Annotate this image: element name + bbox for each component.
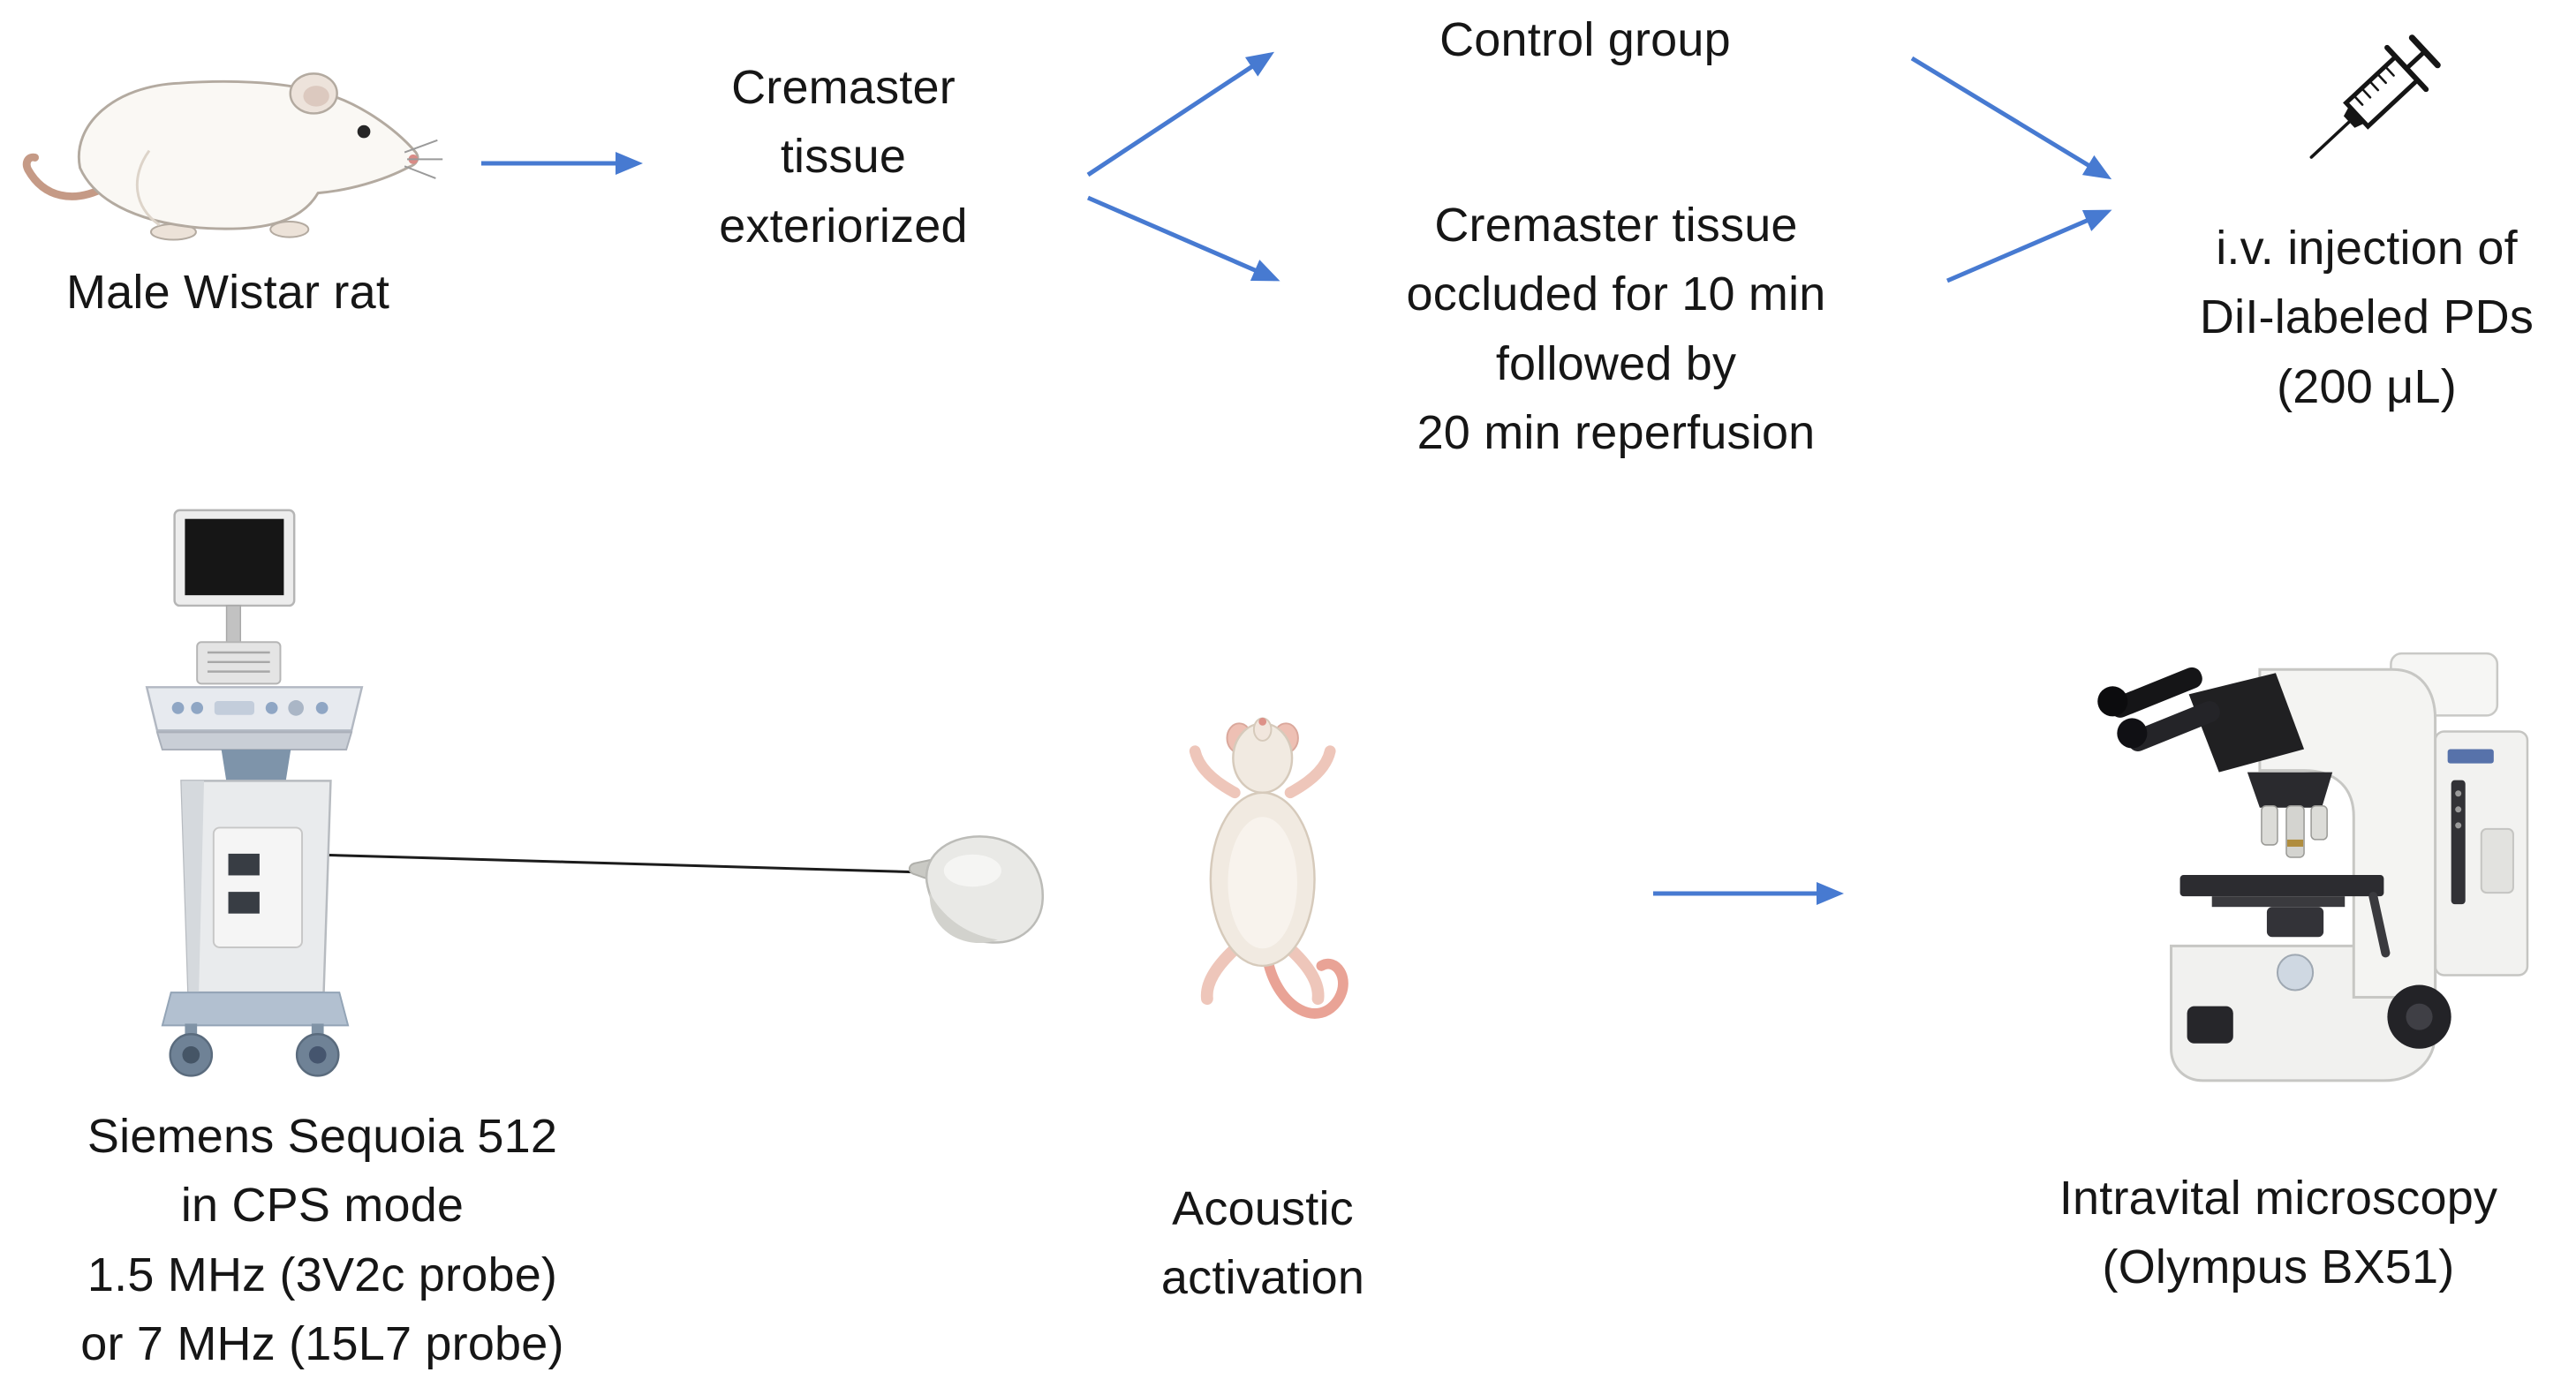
syringe-thumb-rest (2408, 34, 2441, 69)
supine-rat-nose (1258, 717, 1267, 726)
syringe-gradations (2353, 64, 2395, 106)
rat-whiskers (404, 139, 443, 179)
rat-haunch-line (135, 149, 161, 227)
probe-highlight (943, 854, 1001, 887)
microscope-eyepiece-tube-1 (2110, 667, 2202, 718)
activation-label: Acoustic activation (1160, 1182, 1365, 1305)
supine-rat-hindleg-right (1280, 939, 1325, 1006)
syringe-plunger (2404, 49, 2428, 72)
microscope-head (2188, 673, 2305, 773)
injection-label: i.v. injection of DiI-labeled PDs (200 μ… (2199, 222, 2534, 413)
occlusion-label: Cremaster tissue occluded for 10 min fol… (1406, 199, 1826, 459)
scanner-knob-2 (191, 701, 204, 714)
arrow-occlusion-to-injection (1946, 209, 2112, 283)
microscope-nosepiece (2247, 772, 2333, 808)
scanner-base (161, 992, 350, 1027)
supine-rat-foreleg-left (1189, 745, 1241, 799)
microscope-button-2 (2455, 806, 2462, 813)
microscope-front-knob (2187, 1006, 2233, 1044)
microscope-substage (2211, 896, 2346, 908)
microscope-brand-label (2447, 749, 2494, 764)
syringe-icon (2309, 34, 2441, 159)
microscope-ocular-1 (2097, 686, 2128, 717)
scanner-vents (207, 651, 270, 673)
scanner-keypad (214, 701, 254, 715)
microscope-eyepiece-tube-2 (2127, 700, 2220, 751)
microscope-illustration (2038, 616, 2534, 1104)
scanner-trackball (288, 700, 304, 716)
syringe-illustration (2278, 7, 2466, 194)
male-wistar-rat-illustration (19, 19, 452, 247)
scanner-wheel-left-hub (182, 1045, 200, 1064)
scanner-knob-4 (315, 701, 329, 714)
scanner-body-shade (181, 780, 205, 993)
microscope-icon (2097, 652, 2529, 1082)
arrow-branch-to-control (1086, 51, 1275, 177)
rat-inner-ear (303, 86, 329, 107)
control-group-label: Control group (1439, 13, 1731, 66)
scanner-knob-1 (171, 701, 185, 714)
microscope-stage (2179, 875, 2384, 897)
supine-rat-hindleg-left (1200, 939, 1245, 1006)
scanner-knob-3 (265, 701, 278, 714)
scanner-monitor-neck (225, 605, 242, 645)
scanner-wheel-right-hub (308, 1045, 327, 1064)
scanner-port-2 (228, 892, 260, 914)
scanner-screen (185, 518, 284, 596)
supine-rat-icon (1189, 717, 1348, 1019)
syringe-needle (2309, 118, 2353, 159)
microscope-objective-3 (2310, 805, 2328, 841)
scanner-handle (155, 731, 353, 751)
microscope-objective-2 (2285, 805, 2305, 858)
probe-face-shade (929, 892, 998, 944)
ultrasound-scanner-icon (145, 509, 364, 1077)
microscope-ocular-2 (2117, 718, 2148, 749)
ultrasound-probe-icon (908, 835, 1044, 944)
rat-tail (22, 153, 110, 200)
rat-side-icon (22, 72, 443, 241)
rat-eye (357, 124, 371, 139)
supine-rat-illustration (1159, 687, 1384, 1058)
scanner-front-panel (212, 826, 304, 948)
microscope-objective-band (2287, 839, 2304, 847)
exteriorized-label: Cremaster tissue exteriorized (719, 61, 968, 253)
rat-front-paw (269, 220, 310, 238)
supine-rat-tail (1262, 955, 1348, 1019)
ultrasound-probe-illustration (903, 824, 1060, 968)
supine-rat-belly (1228, 817, 1297, 949)
supine-rat-foreleg-right (1284, 745, 1336, 799)
scanner-port-1 (228, 853, 260, 876)
rat-label: Male Wistar rat (65, 266, 390, 319)
microscope-condenser (2266, 907, 2324, 938)
microscope-button-1 (2455, 790, 2462, 797)
arrow-branch-to-occlusion (1087, 195, 1280, 282)
microscope-objective-1 (2261, 805, 2278, 846)
microscope-stage-rod (2368, 892, 2391, 958)
scanner-neck (221, 750, 291, 783)
ultrasound-label: Siemens Sequoia 512 in CPS mode 1.5 MHz … (80, 1110, 564, 1370)
microscope-side-column (2480, 827, 2514, 894)
microscopy-label: Intravital microscopy (Olympus BX51) (2059, 1172, 2498, 1294)
syringe-group (2309, 34, 2441, 159)
syringe-hub (2343, 106, 2365, 128)
arrow-control-to-injection (1910, 56, 2112, 180)
microscope-focus-knob-inner (2406, 1003, 2433, 1030)
microscope-control-strip (2451, 780, 2466, 905)
ultrasound-scanner-illustration (124, 505, 385, 1095)
microscope-button-3 (2455, 822, 2462, 829)
microscope-field-lens (2276, 954, 2315, 992)
rat-body (77, 79, 419, 230)
